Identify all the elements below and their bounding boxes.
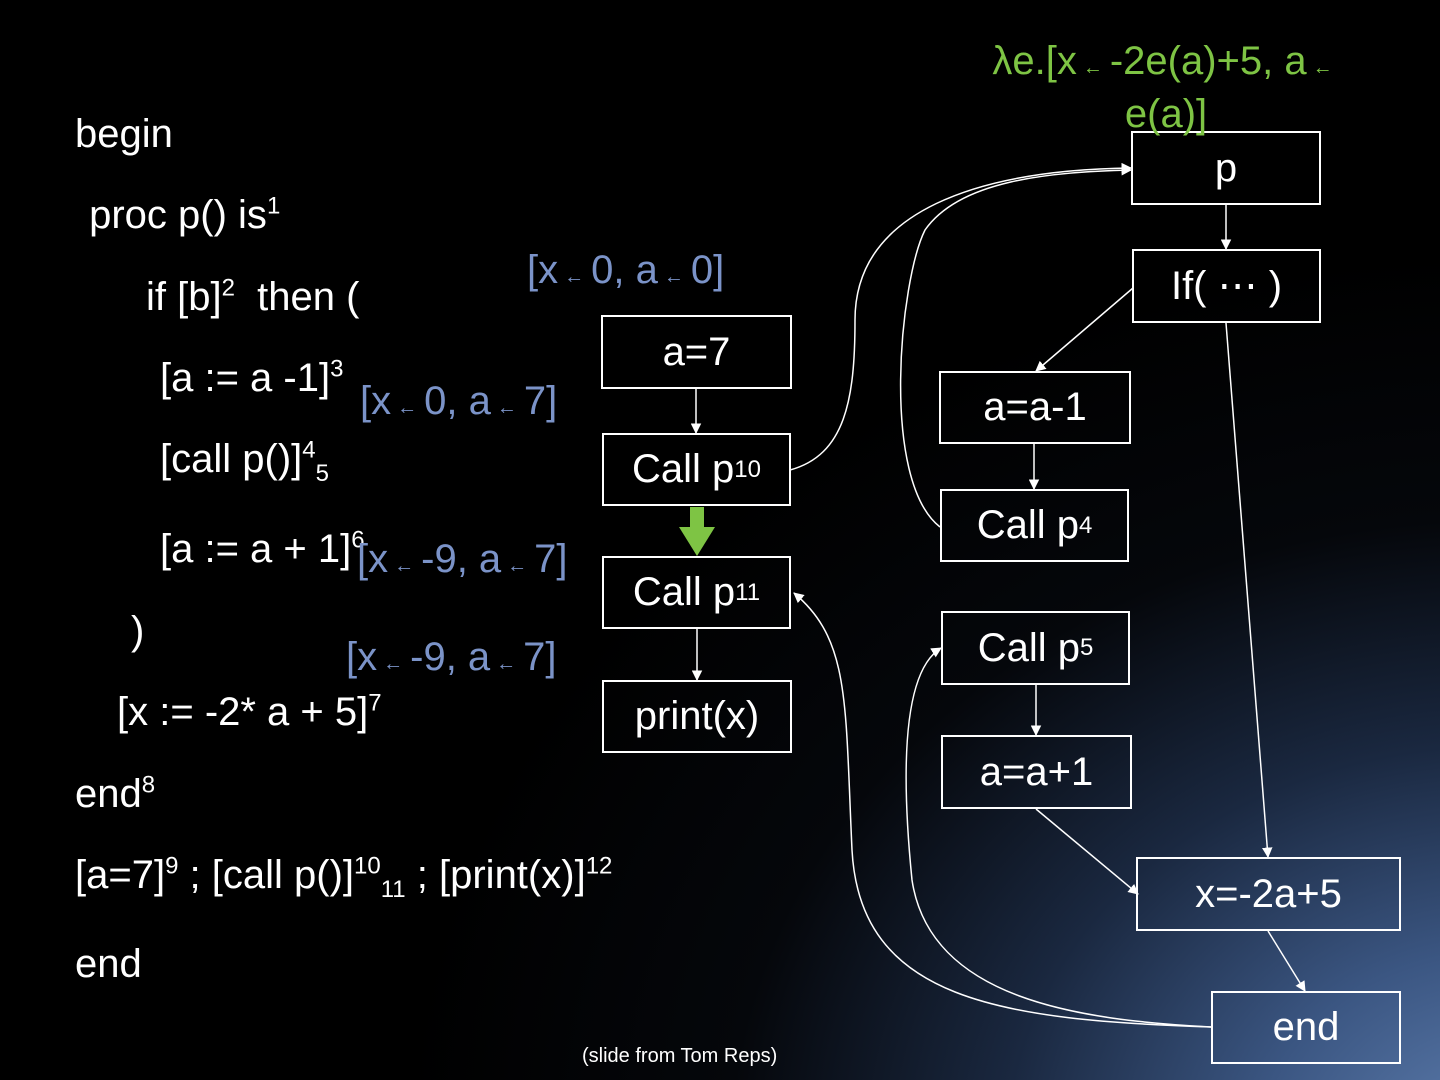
code-line-increment: [a := a + 1]6 xyxy=(160,526,365,571)
node-a-assign-7: a=7 xyxy=(601,315,792,389)
label-1: 1 xyxy=(266,192,281,220)
code-line-proc: proc p() is1 xyxy=(78,192,281,237)
edge-assign-end xyxy=(1267,930,1306,992)
label-7: 7 xyxy=(368,689,382,717)
label-5: 5 xyxy=(315,460,329,487)
label-4: 4 xyxy=(302,436,316,464)
lambda-summary-line2: e(a)] xyxy=(1124,92,1208,136)
code-line-end: end xyxy=(75,942,142,986)
label-9: 9 xyxy=(165,852,179,880)
maps-to-symbol: ← xyxy=(663,266,685,288)
label-8: 8 xyxy=(141,771,156,799)
maps-to-symbol: ← xyxy=(507,555,529,577)
node-print-x: print(x) xyxy=(602,680,792,753)
edge-if-dec xyxy=(1035,287,1134,372)
env-annotation-before-print: [x←-9, a←7] xyxy=(346,635,557,679)
maps-to-symbol: ← xyxy=(397,397,419,419)
env-annotation-after-a7: [x←0, a←7] xyxy=(360,379,558,423)
edge-call10-p xyxy=(789,162,1133,471)
maps-to-symbol: ← xyxy=(496,397,518,419)
label-3: 3 xyxy=(330,355,344,383)
node-if: If( ⋯ ) xyxy=(1132,249,1321,323)
highlight-arrow xyxy=(679,507,715,556)
maps-to-symbol: ← xyxy=(383,653,405,675)
code-line-end-proc: end8 xyxy=(75,771,156,816)
label-10: 10 xyxy=(354,852,381,880)
label-2: 2 xyxy=(221,274,235,302)
node-a-decrement: a=a-1 xyxy=(939,371,1131,444)
edge-end-call11 xyxy=(793,592,1212,1028)
lambda-summary: λe.[x←-2e(a)+5, a← e(a)] xyxy=(946,38,1386,137)
lambda-summary-line1: λe.[x←-2e(a)+5, a← xyxy=(992,39,1334,83)
code-line-close-paren: ) xyxy=(131,609,145,653)
code-line-if: if [b]2 then ( xyxy=(146,274,360,319)
slide-credit: (slide from Tom Reps) xyxy=(582,1045,778,1067)
maps-to-symbol: ← xyxy=(1082,57,1104,79)
node-x-assign: x=-2a+5 xyxy=(1136,857,1401,931)
code-line-call-p: [call p()]45 xyxy=(160,436,329,487)
edge-call4-p xyxy=(899,164,1133,528)
code-line-decrement: [a := a -1]3 xyxy=(160,355,344,400)
maps-to-symbol: ← xyxy=(564,266,586,288)
node-end: end xyxy=(1211,991,1401,1064)
code-line-assign-x: [x := -2* a + 5]7 xyxy=(117,689,382,734)
code-line-main: [a=7]9 ; [call p()]1011 ; [print(x)]12 xyxy=(75,852,613,903)
maps-to-symbol: ← xyxy=(1312,57,1334,79)
label-6: 6 xyxy=(351,526,365,554)
label-12: 12 xyxy=(585,852,613,880)
label-11: 11 xyxy=(380,876,406,903)
code-line-begin: begin xyxy=(75,112,173,156)
env-annotation-initial: [x←0, a←0] xyxy=(527,248,725,292)
edge-if-assign xyxy=(1225,322,1273,859)
env-annotation-after-call: [x←-9, a←7] xyxy=(357,537,568,581)
edge-inc-assign xyxy=(1035,808,1139,895)
edge-end-call5 xyxy=(905,647,1212,1028)
maps-to-symbol: ← xyxy=(394,555,416,577)
node-a-increment: a=a+1 xyxy=(941,735,1132,809)
node-p-entry: p xyxy=(1131,131,1321,205)
maps-to-symbol: ← xyxy=(496,653,518,675)
